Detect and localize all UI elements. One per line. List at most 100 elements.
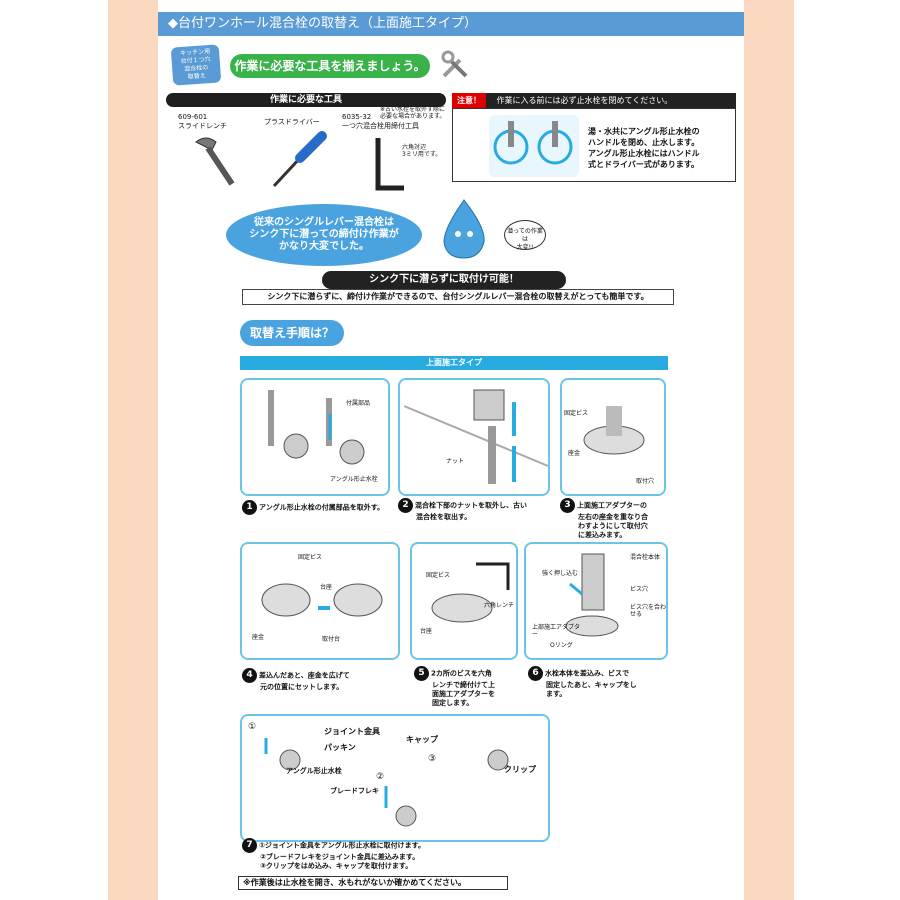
label-mount-base: 取付台 [322,636,341,643]
step-number: 4 [242,668,257,683]
step-caption-cont: ③クリップをはめ込み、キャップを取付けます。 [260,862,413,870]
label-upper-adapter: 上部施工アダプター [532,624,581,638]
step-2-card: ナット [398,378,550,496]
tools-heading: 作業に必要な工具を揃えましょう。 [230,54,430,78]
step-3-card: 固定ビス 座金 取付穴 [560,378,666,496]
headline-banner: シンク下に潜らずに取付け可能！ [322,271,566,289]
label-screw-hole: ビス穴 [630,586,649,593]
label-mount-hole: 取付穴 [636,478,655,485]
step-1-illustration [268,390,365,465]
hex-note-line: 3ミリ用です。 [402,151,442,158]
label-angle-valve: アングル形止水栓 [330,476,378,483]
step-6-card: 混合栓本体 強く押し込む ビス穴 ビス穴を合わせる 上部施工アダプター Oリング [524,542,668,660]
label-joint: ジョイント金具 [324,727,380,736]
label-washer: 座金 [568,450,581,457]
caution-detail-line: アングル形止水栓にはハンドル [588,149,700,158]
final-note: ※作業後は止水栓を開き、水もれがないか確かめてください。 [238,876,508,890]
step-7-card: ① ジョイント金具 パッキン アングル形止水栓 ② ブレードフレキ キャップ ③… [240,714,550,842]
label-fixing-screw: 固定ビス [298,554,323,561]
caution-box [452,108,736,182]
step-caption: ①ジョイント金具をアングル形止水栓に取付けます。 [259,841,425,850]
slide-wrench-icon [195,137,235,186]
procedure-heading: 取替え手順は？ [240,320,344,346]
step-4-card: 固定ビス 台座 座金 取付台 [240,542,400,660]
step-number: 2 [398,498,413,513]
step-caption-cont: 元の位置にセットします。 [260,683,344,691]
thought-line: 潜っての作業は [507,228,543,243]
caution-bar: 注意！ 作業に入る前には必ず止水栓を閉めてください。 [452,93,736,108]
label-base: 台座 [420,628,433,635]
step-caption: アングル形止水栓の付属部品を取外す。 [259,503,385,512]
label-hex-wrench: 六角レンチ [484,602,515,609]
bubble-line: 従来のシングルレバー混合栓は [254,217,394,228]
type-label: 上面施工タイプ [240,356,668,370]
speech-bubble: 従来のシングルレバー混合栓は シンク下に潜っての締付け作業が かなり大変でした。 [226,204,422,266]
label-braided-hose: ブレードフレキ [330,787,379,795]
step-number: 1 [242,500,257,515]
step-caption: 水栓本体を差込み、ビスで [545,669,629,678]
label-push-strongly: 強く押し込む [542,570,579,577]
step-caption-cont: レンチで締付けて上 [432,681,495,689]
tool-code: 609-601 [178,113,208,121]
step-caption-cont: 左右の座金を重なり合 [578,513,648,521]
bubble-line: シンク下に潜っての締付け作業が [249,229,399,240]
caution-detail-line: ハンドルを閉め、止水します。 [588,138,700,147]
label-clip: クリップ [504,765,536,774]
tool-name: 一つ穴混合栓用締付工具 [342,122,419,130]
water-drop-mascot-icon [443,199,485,259]
step-caption-cont: ます。 [546,690,567,698]
sub-step-1: ① [248,722,257,732]
tool-label-screwdriver: プラスドライバー [264,118,320,126]
step-7-illustration [264,738,509,827]
caution-text: 作業に入る前には必ず止水栓を閉めてください。 [496,96,673,105]
step-number: 7 [242,838,257,853]
label-fixing-screw: 固定ビス [564,410,589,417]
step-caption: 上面施工アダプターの [577,501,647,510]
hex-note: 六角対辺 3ミリ用です。 [402,144,441,158]
step-caption-cont: わすようにして取付穴 [578,522,648,530]
wrench-screwdriver-icon [441,50,468,78]
step-number: 5 [414,666,429,681]
label-washer: 座金 [252,634,265,641]
step-caption-cont: 固定します。 [432,699,474,707]
step-5-illustration [431,562,510,623]
page-title: ◆台付ワンホール混合栓の取替え（上面施工タイプ） [158,12,744,36]
step-number: 6 [528,666,543,681]
category-badge: キッチン用 台付１つ穴 混合栓の 取替え [170,44,222,86]
label-packing: パッキン [324,743,356,752]
instruction-page: ◆台付ワンホール混合栓の取替え（上面施工タイプ） キッチン用 台付１つ穴 混合栓… [158,0,744,900]
sub-step-3: ③ [428,754,437,764]
footnote-line: 必要な場合があります。 [380,113,446,120]
step-5-card: 固定ビス 六角レンチ 台座 [410,542,518,660]
thought-line: 大変!! [516,244,534,251]
stop-valve-illustration [489,115,579,177]
label-cap: キャップ [406,735,438,744]
right-margin-stripe [744,0,794,900]
step-number: 3 [560,498,575,513]
screwdriver-icon [272,131,327,188]
sub-step-2: ② [376,772,385,782]
step-4-illustration [261,583,383,617]
left-margin-stripe [108,0,158,900]
caution-key: 注意！ [452,93,486,108]
step-caption: 混合栓下部のナットを取外し、古い [415,501,527,510]
step-6-illustration [565,553,619,637]
tool-footnote: ※古い水栓を取外す際に 必要な場合があります。 [380,106,445,120]
tools-section-title: 作業に必要な工具 [166,93,446,107]
step-caption-cont: 固定したあと、キャップをし [546,681,637,689]
info-banner: シンク下に潜らずに、締付け作業ができるので、台付シングルレバー混合栓の取替えがと… [242,289,674,305]
label-nut: ナット [446,458,465,465]
label-fixing-screw: 固定ビス [426,572,451,579]
label-base: 台座 [320,584,333,591]
step-caption-cont: 面施工アダプターを [432,690,495,698]
step-caption-cont: ②ブレードフレキをジョイント金具に差込みます。 [260,853,420,861]
tool-label-fastening: 6035-32 一つ穴混合栓用締付工具 [342,113,419,131]
step-1-card: 付属部品 アングル形止水栓 [240,378,390,496]
caution-detail: 湯・水共にアングル形止水栓の ハンドルを閉め、止水します。 アングル形止水栓には… [588,126,728,170]
bubble-line: かなり大変でした。 [279,241,369,252]
